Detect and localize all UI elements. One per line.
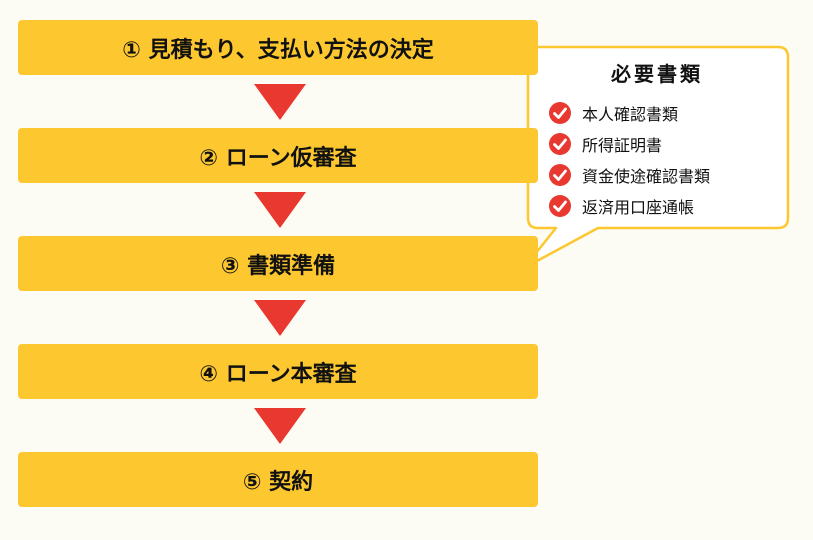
document-item: 本人確認書類 [528, 97, 786, 128]
callout-title: 必要書類 [611, 62, 703, 86]
step-2-pre-screening: ② ローン仮審査 [18, 128, 538, 183]
required-documents-callout: 必要書類 本人確認書類 所得証明書 資金使途確認書類 返済用口座通帳 [528, 50, 786, 221]
step-3-label: ③ 書類準備 [220, 253, 336, 279]
document-item: 返済用口座通帳 [528, 190, 786, 221]
document-label: 所得証明書 [582, 135, 663, 155]
step-1-label: ① 見積もり、支払い方法の決定 [122, 37, 434, 63]
check-circle-icon [548, 194, 572, 218]
document-label: 返済用口座通帳 [582, 197, 695, 217]
step-5-contract: ⑤ 契約 [18, 452, 538, 507]
document-label: 資金使途確認書類 [582, 166, 711, 186]
check-circle-icon [548, 132, 572, 156]
step-3-documents: ③ 書類準備 [18, 236, 538, 291]
step-4-main-screening: ④ ローン本審査 [18, 344, 538, 399]
step-1-estimate: ① 見積もり、支払い方法の決定 [18, 20, 538, 75]
down-arrow-icon [254, 408, 306, 444]
down-arrow-icon [254, 84, 306, 120]
check-circle-icon [548, 101, 572, 125]
document-label: 本人確認書類 [582, 104, 679, 124]
document-item: 資金使途確認書類 [528, 159, 786, 190]
down-arrow-icon [254, 300, 306, 336]
document-item: 所得証明書 [528, 128, 786, 159]
step-4-label: ④ ローン本審査 [199, 361, 357, 387]
down-arrow-icon [254, 192, 306, 228]
step-5-label: ⑤ 契約 [242, 469, 314, 495]
check-circle-icon [548, 163, 572, 187]
step-2-label: ② ローン仮審査 [199, 145, 357, 171]
